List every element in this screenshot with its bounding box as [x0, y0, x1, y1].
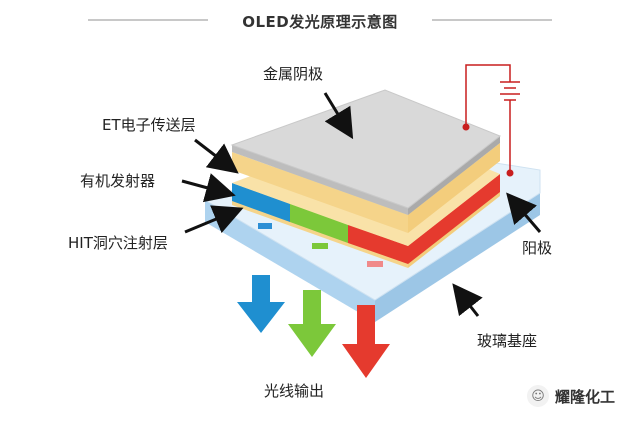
label-electron-transport: ET电子传送层: [102, 116, 196, 134]
wechat-icon: ☺: [527, 385, 549, 407]
label-light-output: 光线输出: [264, 382, 325, 400]
cathode-terminal: [462, 123, 470, 131]
electron-transport-layer: [232, 143, 500, 233]
cathode-layer: [230, 89, 501, 215]
diagram-title: OLED发光原理示意图: [242, 13, 398, 31]
label-hole-injection: HIT洞穴注射层: [68, 234, 168, 252]
pointer-arrows: [181, 92, 542, 317]
label-anode: 阳极: [522, 239, 553, 257]
arrow-hole-injection: [184, 205, 244, 234]
title-rule-right: [432, 19, 552, 21]
arrow-emitter: [181, 173, 236, 203]
arrow-electron-transport: [194, 138, 239, 174]
light-arrow-red: [342, 305, 390, 378]
anode-terminal: [506, 169, 514, 177]
light-arrow-blue: [237, 275, 285, 333]
watermark: ☺ 耀隆化工: [527, 385, 615, 407]
arrow-substrate: [452, 283, 483, 317]
watermark-text: 耀隆化工: [555, 387, 616, 406]
battery-circuit: [465, 64, 520, 172]
arrow-cathode: [323, 92, 354, 140]
title-rule-left: [88, 19, 208, 21]
label-cathode: 金属阴极: [263, 65, 324, 83]
label-substrate: 玻璃基座: [477, 332, 538, 350]
arrow-anode: [506, 192, 542, 233]
light-arrow-green: [288, 290, 336, 357]
label-emitter: 有机发射器: [80, 172, 156, 190]
